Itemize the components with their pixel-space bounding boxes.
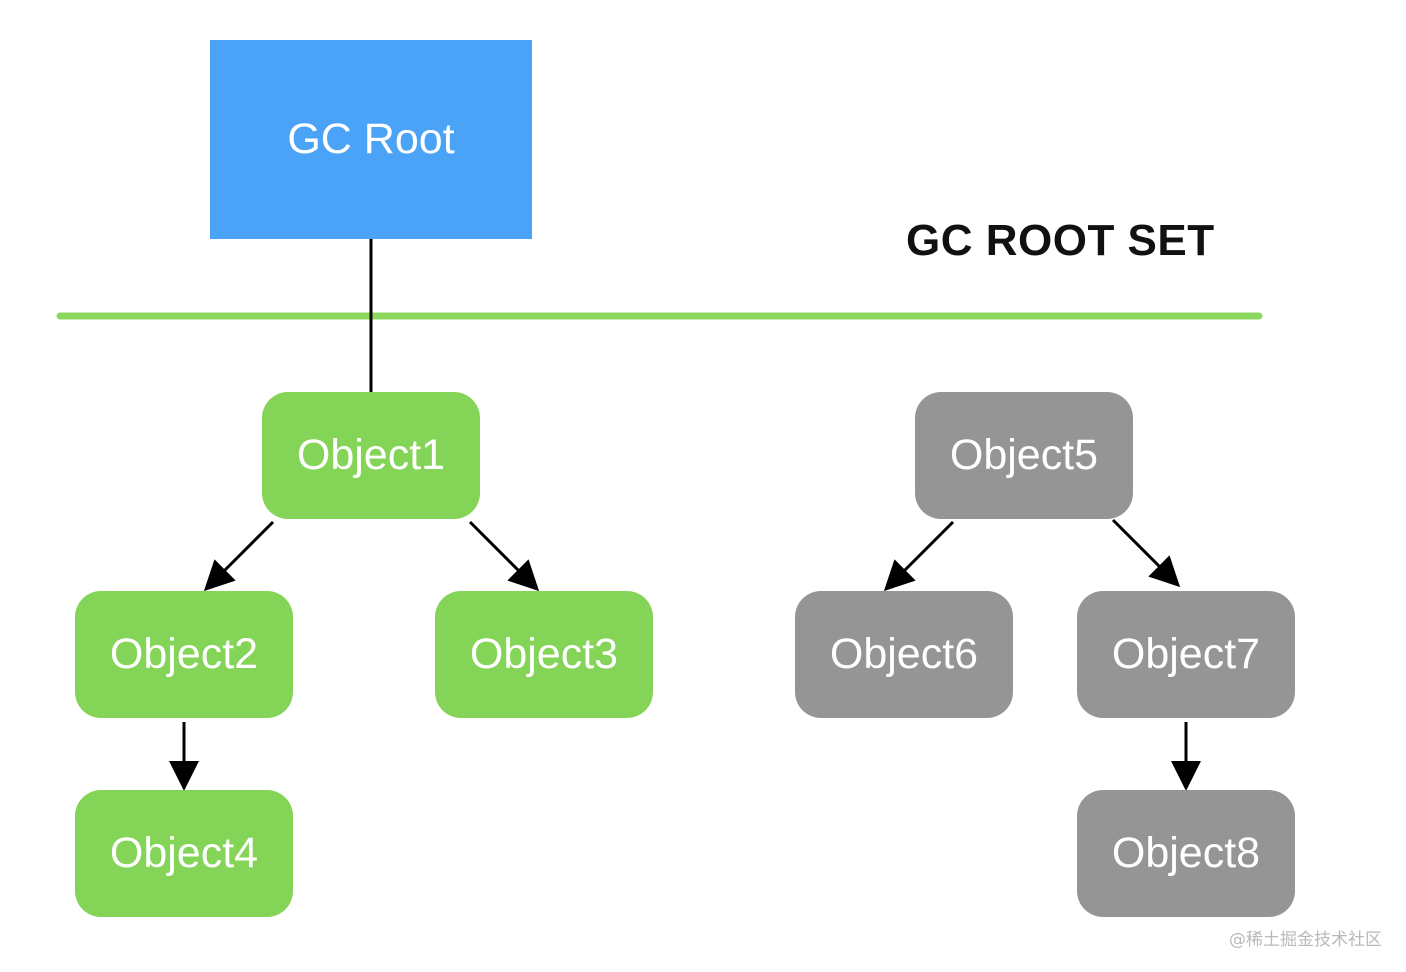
node-label: Object4	[109, 829, 259, 877]
node-label: Object3	[469, 630, 619, 678]
node-object6: Object6	[795, 591, 1013, 718]
edge-object5-to-object6	[883, 520, 955, 592]
node-label: Object6	[829, 630, 979, 678]
node-object2: Object2	[75, 591, 293, 718]
node-label: Object1	[296, 431, 446, 479]
node-object8: Object8	[1077, 790, 1295, 917]
node-label: Object7	[1111, 630, 1261, 678]
node-object1: Object1	[262, 392, 480, 519]
watermark: @稀土掘金技术社区	[1229, 930, 1382, 950]
node-label: GC Root	[287, 115, 455, 163]
node-object7: Object7	[1077, 591, 1295, 718]
edge-object1-to-object2	[203, 520, 275, 592]
edge-object5-to-object7	[1111, 518, 1181, 588]
node-label: Object5	[949, 431, 1099, 479]
node-object3: Object3	[435, 591, 653, 718]
edge-object1-to-object3	[468, 520, 540, 592]
node-object4: Object4	[75, 790, 293, 917]
node-label: Object8	[1111, 829, 1261, 877]
node-gc-root: GC Root	[210, 40, 532, 239]
root-set-label: GC ROOT SET	[906, 216, 1215, 265]
edge-layer	[169, 239, 1201, 791]
node-label: Object2	[109, 630, 259, 678]
node-object5: Object5	[915, 392, 1133, 519]
